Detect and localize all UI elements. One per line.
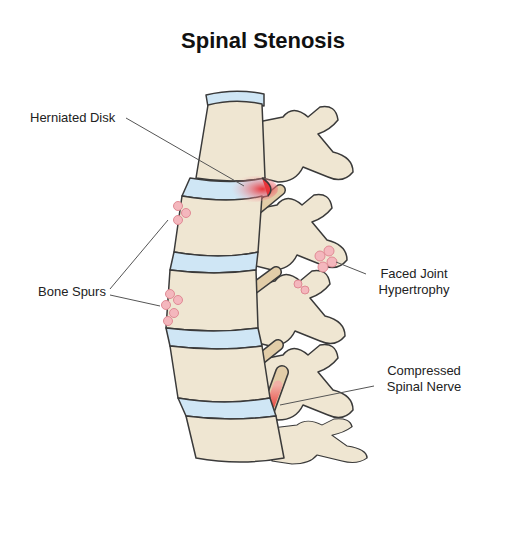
- part-label: Compressed Spinal Nerve: [378, 363, 470, 395]
- part-label: Herniated Disk: [30, 110, 115, 126]
- part-label: Bone Spurs: [38, 284, 106, 300]
- diagram-title: Spinal Stenosis: [0, 28, 526, 54]
- part-label: Faced Joint Hypertrophy: [368, 266, 460, 298]
